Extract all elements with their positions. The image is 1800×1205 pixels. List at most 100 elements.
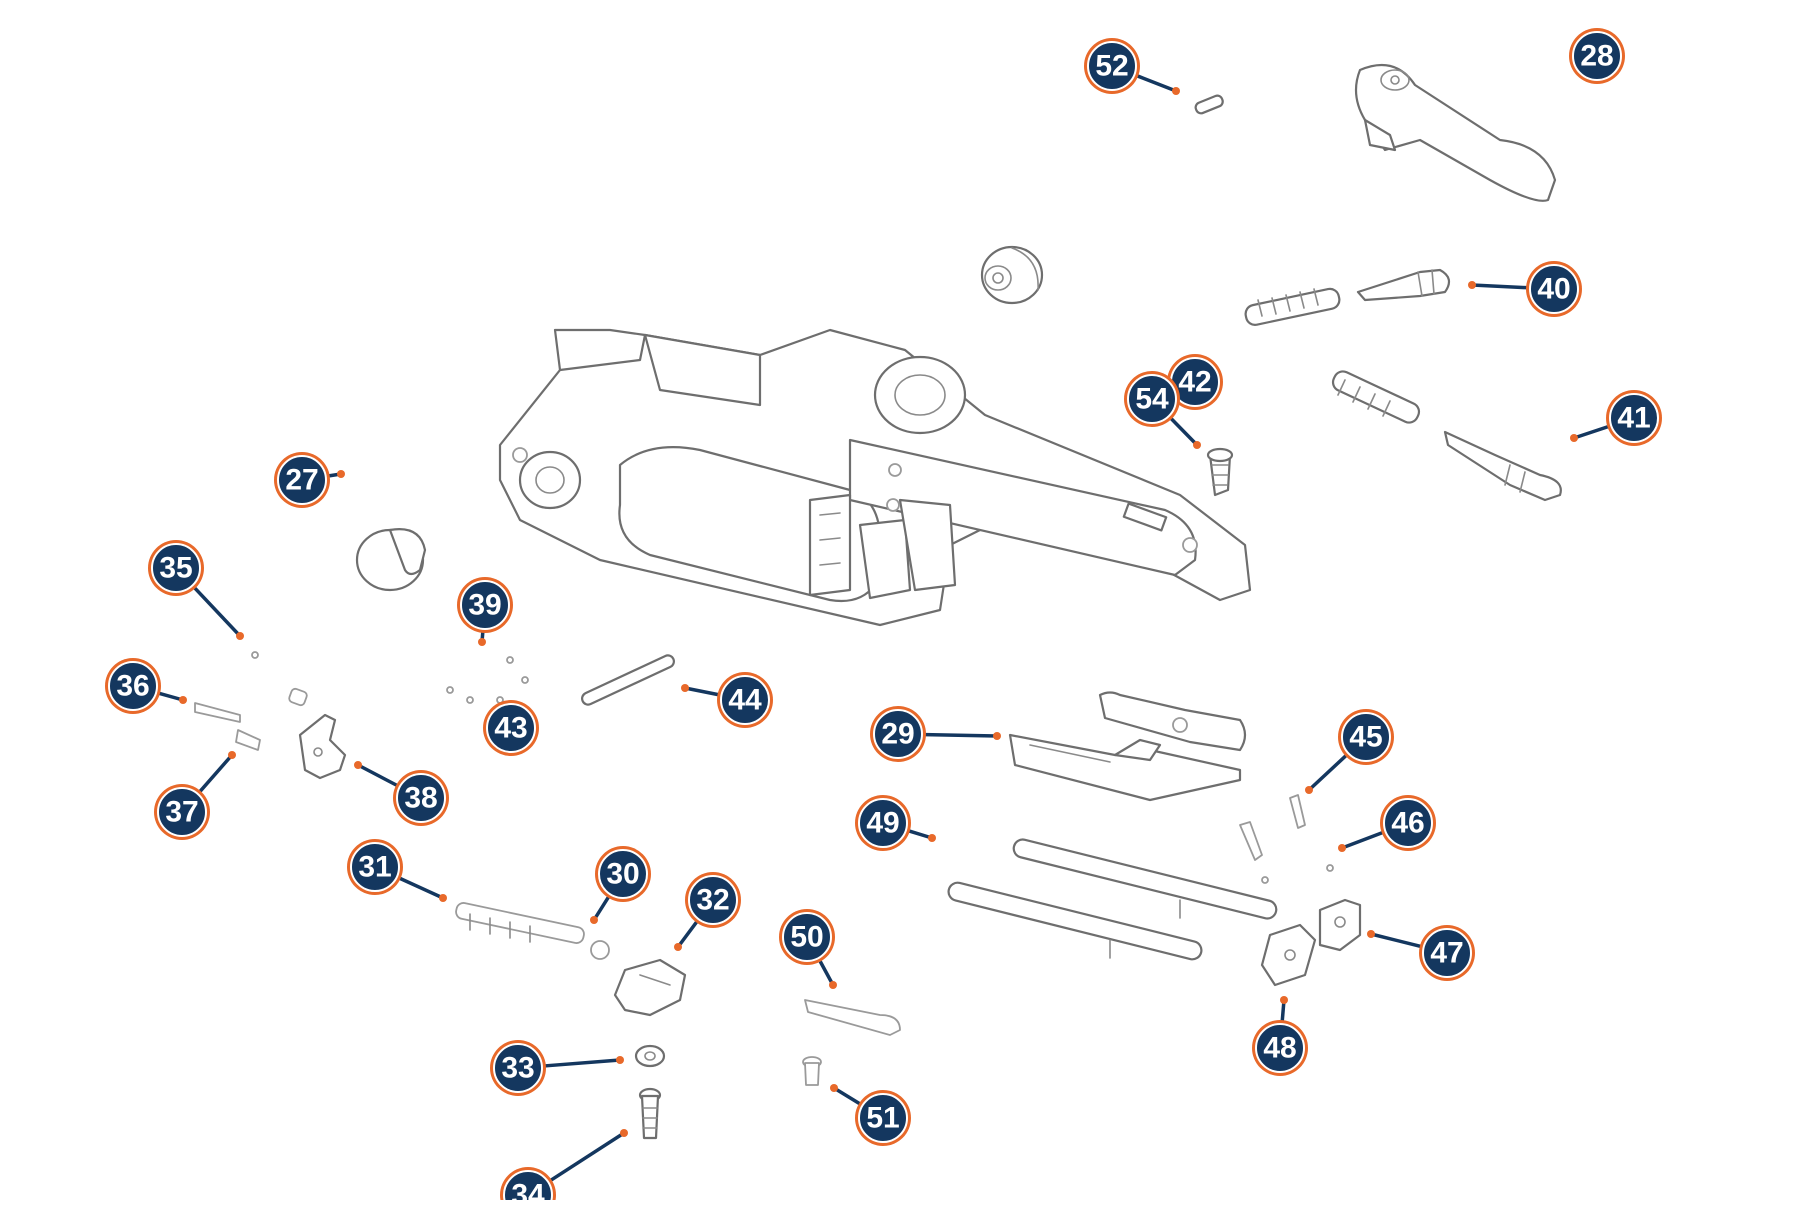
callout-30: 30 (595, 846, 651, 902)
small-lever-50-part (804, 999, 901, 1036)
screw-34-part (638, 1087, 662, 1140)
leader-dot-c34 (620, 1129, 628, 1137)
leader-line-c50 (818, 959, 835, 987)
callout-41: 41 (1606, 390, 1662, 446)
leader-dot-c46 (1338, 844, 1346, 852)
callout-label: 46 (1391, 807, 1424, 840)
leader-dot-c49 (928, 834, 936, 842)
callout-44: 44 (717, 672, 773, 728)
leader-line-c51 (832, 1086, 861, 1106)
callout-34: 34 (500, 1167, 556, 1205)
callout-label: 32 (696, 884, 729, 917)
callout-label: 27 (285, 464, 318, 497)
leader-line-c34 (549, 1131, 626, 1182)
callout-label: 39 (468, 589, 501, 622)
button-knob-27-part (355, 528, 427, 592)
bracket-32-part (613, 958, 687, 1017)
callout-label: 52 (1095, 50, 1128, 83)
callout-37: 37 (154, 784, 210, 840)
leader-line-c54 (1169, 417, 1199, 447)
leader-dot-c30 (590, 916, 598, 924)
callout-label: 35 (159, 552, 192, 585)
round-knob-part (980, 245, 1044, 305)
callout-29: 29 (870, 706, 926, 762)
callout-label: 34 (511, 1179, 545, 1201)
callout-label: 40 (1537, 273, 1570, 306)
leader-line-c46 (1340, 831, 1384, 850)
leader-dot-c44 (681, 684, 689, 692)
callout-35: 35 (148, 540, 204, 596)
leader-line-c52 (1136, 74, 1178, 93)
callout-52: 52 (1084, 38, 1140, 94)
leader-dot-c52 (1172, 87, 1180, 95)
callout-leader-lines (158, 74, 1610, 1182)
callout-label: 49 (866, 807, 899, 840)
leader-line-c31 (398, 876, 445, 900)
leader-line-c47 (1369, 932, 1422, 948)
callout-47: 47 (1419, 925, 1475, 981)
callout-label: 54 (1135, 383, 1169, 416)
leader-dot-c47 (1367, 930, 1375, 938)
callout-48: 48 (1252, 1020, 1308, 1076)
callout-label: 42 (1178, 366, 1211, 399)
long-rods-49-part (947, 838, 1278, 961)
screw-42-54-part (1206, 447, 1234, 497)
callout-42: 42 (1167, 354, 1223, 410)
washer-33-part (634, 1044, 666, 1068)
leader-dot-c36 (179, 696, 187, 704)
leader-dot-c41 (1570, 434, 1578, 442)
callout-label: 31 (358, 851, 391, 884)
leader-dot-c39 (478, 638, 486, 646)
leader-dot-c32 (674, 943, 682, 951)
callout-45: 45 (1338, 709, 1394, 765)
leader-line-c29 (924, 732, 999, 738)
callout-label: 50 (790, 921, 823, 954)
leader-dot-c37 (228, 751, 236, 759)
leader-line-c30 (592, 895, 610, 922)
callout-31: 31 (347, 839, 403, 895)
rod-30-31-part (455, 902, 610, 960)
callout-54: 54 (1124, 371, 1180, 427)
callout-label: 43 (494, 712, 527, 745)
leader-line-c44 (683, 686, 720, 697)
callout-label: 41 (1617, 402, 1650, 435)
callout-label: 37 (165, 796, 198, 829)
callout-28: 28 (1569, 28, 1625, 84)
callout-label: 28 (1580, 40, 1613, 73)
small-pin-52-part (1194, 94, 1224, 115)
leader-line-c33 (544, 1058, 622, 1068)
leader-dot-c29 (993, 732, 1001, 740)
callout-36: 36 (105, 658, 161, 714)
callout-label: 51 (866, 1102, 899, 1135)
leader-dot-c40 (1468, 281, 1476, 289)
top-lever-part (1354, 63, 1557, 202)
callout-51: 51 (855, 1090, 911, 1146)
callout-label: 45 (1349, 721, 1382, 754)
callout-39: 39 (457, 577, 513, 633)
trigger-bar-29-part (1008, 691, 1247, 802)
spring-plunger-41-part (1331, 370, 1562, 502)
small-parts-cluster-right (1239, 794, 1362, 987)
leader-line-c38 (356, 763, 398, 787)
leader-dot-c50 (829, 981, 837, 989)
leader-dot-c27 (337, 470, 345, 478)
callout-49: 49 (855, 795, 911, 851)
small-pins-39-43-part (446, 656, 529, 704)
leader-dot-c45 (1305, 786, 1313, 794)
leader-dot-c38 (354, 761, 362, 769)
callout-40: 40 (1526, 261, 1582, 317)
callout-badges: 27 28 29 30 31 32 33 34 (105, 28, 1662, 1205)
leader-line-c37 (198, 753, 234, 793)
leader-dot-c33 (616, 1056, 624, 1064)
callout-38: 38 (393, 770, 449, 826)
leader-dot-c54 (1193, 441, 1201, 449)
callout-label: 30 (606, 858, 639, 891)
callout-label: 44 (728, 684, 762, 717)
leader-dot-c31 (439, 894, 447, 902)
callout-50: 50 (779, 909, 835, 965)
leader-dot-c51 (830, 1084, 838, 1092)
callout-label: 47 (1430, 937, 1463, 970)
screw-51-part (802, 1056, 822, 1086)
